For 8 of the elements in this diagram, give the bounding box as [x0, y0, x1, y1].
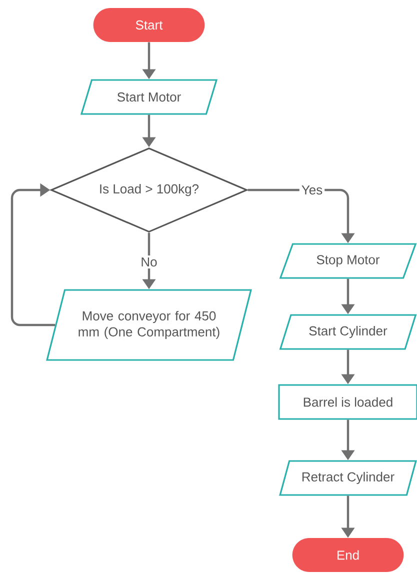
arrow — [10, 183, 56, 326]
edge-label: No — [138, 255, 160, 269]
process-box: Barrel is loaded — [278, 384, 417, 420]
terminal-pill: End — [292, 538, 404, 572]
edge-label: Yes — [299, 183, 325, 197]
input-output-parallelogram: Move conveyor for 450 mm (One Compartment) — [46, 289, 252, 361]
input-output-parallelogram: Retract Cylinder — [279, 460, 417, 496]
terminal-pill: Start — [93, 8, 205, 42]
